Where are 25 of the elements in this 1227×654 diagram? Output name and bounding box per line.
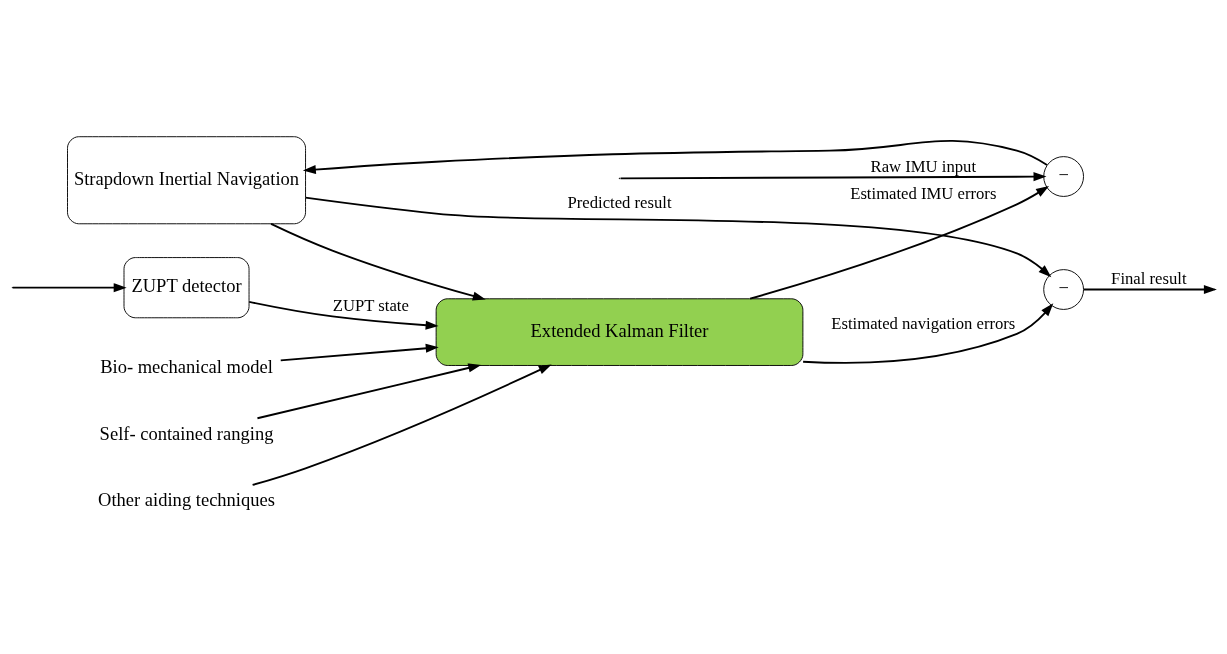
node-box: ZUPT detector: [123, 256, 250, 318]
arrow: [270, 222, 486, 300]
node-text: Other aiding techniques: [98, 488, 275, 510]
edge-label: ZUPT state: [332, 295, 409, 315]
arrow: [619, 171, 1047, 181]
arrow: [749, 185, 1049, 300]
edge-label: Raw IMU input: [870, 156, 977, 176]
arrow: [248, 300, 439, 330]
arrow: [256, 362, 482, 419]
node-text: Bio- mechanical model: [100, 355, 273, 377]
arrow: [251, 363, 552, 486]
arrow: [302, 139, 1048, 174]
node-text: Self- contained ranging: [99, 422, 274, 444]
arrow: [304, 196, 1052, 277]
node-box: Strapdown Inertial Navigation: [67, 135, 306, 224]
arrow: [279, 343, 439, 361]
node-circle: −: [1043, 268, 1084, 310]
arrow: [802, 302, 1054, 364]
node-box: Extended Kalman Filter: [435, 297, 804, 366]
node-circle: −: [1043, 155, 1084, 197]
edge-label: Predicted result: [567, 192, 672, 212]
edge-label: Final result: [1111, 268, 1187, 288]
arrow: [12, 282, 127, 292]
edge-label: Estimated navigation errors: [831, 313, 1016, 333]
edge-label: Estimated IMU errors: [850, 183, 997, 203]
